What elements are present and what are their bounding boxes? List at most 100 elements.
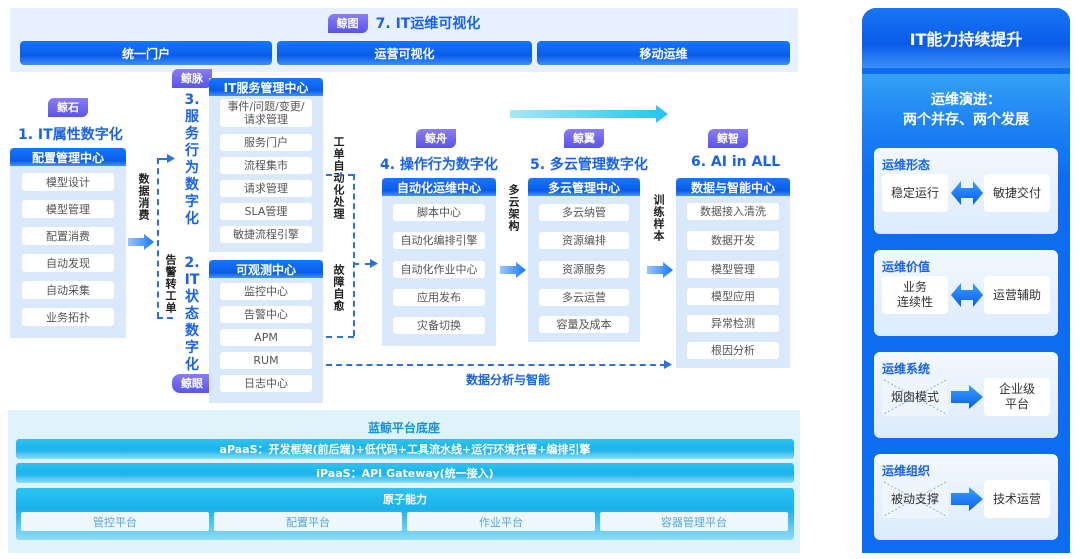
mobile-ops-bar[interactable]: 移动运维 [537,41,790,65]
list-item[interactable]: 根因分析 [687,342,779,359]
tag-jingmai: 鲸脉 [172,69,212,88]
apaas-bar[interactable]: aPaaS：开发框架(前后端)+低代码+工具流水线+运行环境托管+编排引擎 [16,439,794,459]
itsm-panel: IT服务管理中心 事件/问题/变更/ 请求管理 服务门户 流程集市 请求管理 S… [209,78,323,252]
card-right-box: 敏捷交付 [984,174,1050,212]
list-item[interactable]: 模型设计 [22,173,114,191]
dashed-connector [157,158,159,318]
arrowhead-icon [167,154,175,163]
list-item[interactable]: 多云运营 [539,289,629,306]
training-samples-label: 训练样本 [652,194,665,242]
atomic-capabilities: 原子能力 管控平台 配置平台 作业平台 容器管理平台 [16,488,794,540]
card-left-box-deprecated: 被动支撑 [882,480,948,518]
data-consume-label: 数据消费 [137,173,150,221]
evolution-subtitle: 运维演进： 两个并存、两个发展 [903,92,1029,128]
list-item[interactable]: APM [220,329,312,346]
unified-portal-bar[interactable]: 统一门户 [20,41,272,65]
right-arrow-icon [951,385,983,409]
list-item[interactable]: SLA管理 [220,203,312,220]
list-item[interactable]: 告警中心 [220,306,312,323]
right-arrow-icon [128,234,154,250]
card-left-box: 业务 连续性 [882,276,948,314]
card-ops-value: 运维价值 业务 连续性 运营辅助 [874,250,1058,336]
list-item[interactable]: 监控中心 [220,283,312,300]
cross-out-icon [882,378,948,416]
arrowhead-icon [370,259,378,268]
tag-jingshi: 鲸石 [48,98,88,117]
capability-body: 运维演进： 两个并存、两个发展 运维形态 稳定运行 敏捷交付 运维价值 业务 连… [862,74,1070,553]
list-item[interactable]: 灾备切换 [393,317,485,334]
double-arrow-icon [951,283,983,307]
visualization-header: 鲸图 7. IT运维可视化 [10,12,798,34]
right-arrow-icon [647,262,673,278]
dashed-connector [157,158,169,160]
atom-job-platform[interactable]: 作业平台 [407,512,595,531]
section-4-title: 4. 操作行为数字化 [380,157,498,173]
list-item[interactable]: 脚本中心 [393,204,485,221]
list-item[interactable]: 异常检测 [687,315,779,332]
ops-visualization-bar[interactable]: 运营可视化 [277,41,532,65]
product-tag: 鲸图 [327,13,368,33]
list-item[interactable]: 日志中心 [220,375,312,392]
card-right-box: 企业级 平台 [984,378,1050,416]
list-item[interactable]: 自动化编排引擎 [393,232,485,249]
card-right-box: 技术运营 [984,480,1050,518]
self-heal-label: 故障自愈 [332,264,345,312]
card-title: 运维价值 [882,260,931,274]
ipaas-bar[interactable]: iPaaS：API Gateway(统一接入) [16,463,794,483]
progress-arrow-icon [510,105,668,123]
card-title: 运维组织 [882,464,931,478]
list-item[interactable]: 多云纳管 [539,204,629,221]
panel-header: 数据与智能中心 [676,178,790,196]
list-item[interactable]: 自动化作业中心 [393,261,485,278]
list-item[interactable]: 业务拓扑 [22,308,114,326]
dashed-connector [326,174,354,176]
list-item[interactable]: 数据开发 [687,231,779,250]
double-arrow-icon [951,181,983,205]
multicloud-panel: 多云管理中心 多云纳管 资源编排 资源服务 多云运营 容量及成本 [528,178,640,342]
data-ai-panel: 数据与智能中心 数据接入清洗 数据开发 模型管理 模型应用 异常检测 根因分析 [676,178,790,368]
list-item[interactable]: 自动采集 [22,281,114,299]
card-left-box-deprecated: 烟囱模式 [882,378,948,416]
list-item[interactable]: 资源编排 [539,232,629,249]
list-item[interactable]: 服务门户 [220,134,312,151]
dashed-connector [353,174,355,336]
list-item[interactable]: 流程集市 [220,157,312,174]
list-item[interactable]: 应用发布 [393,289,485,306]
section-title: 7. IT运维可视化 [375,16,481,32]
tag-jingyan: 鲸眼 [172,374,212,393]
atom-container-platform[interactable]: 容器管理平台 [600,512,788,531]
automation-panel: 自动化运维中心 脚本中心 自动化编排引擎 自动化作业中心 应用发布 灾备切换 [382,178,496,346]
right-arrow-icon [951,487,983,511]
list-item[interactable]: RUM [220,352,312,369]
arrowhead-icon [664,360,672,369]
cross-out-icon [882,480,948,518]
card-ops-system: 运维系统 烟囱模式 企业级 平台 [874,352,1058,438]
list-item[interactable]: 数据接入清洗 [687,203,779,220]
atom-config-platform[interactable]: 配置平台 [214,512,402,531]
list-item[interactable]: 敏捷流程引擎 [220,226,312,243]
dashed-connector [157,317,173,319]
list-item[interactable]: 事件/问题/变更/ 请求管理 [220,99,312,127]
atomic-title: 原子能力 [383,493,427,506]
list-item[interactable]: 请求管理 [220,180,312,197]
list-item[interactable]: 模型应用 [687,288,779,305]
card-ops-form: 运维形态 稳定运行 敏捷交付 [874,148,1058,234]
list-item[interactable]: 容量及成本 [539,316,629,333]
dashed-connector [326,364,666,366]
multi-cloud-arch-label: 多云架构 [507,184,520,232]
cmdb-panel: 配置管理中心 模型设计 模型管理 配置消费 自动发现 自动采集 业务拓扑 [10,148,126,338]
capability-column: IT能力持续提升 运维演进： 两个并存、两个发展 运维形态 稳定运行 敏捷交付 … [862,8,1070,553]
dashed-connector [326,336,354,338]
atom-control-platform[interactable]: 管控平台 [21,512,209,531]
list-item[interactable]: 模型管理 [687,261,779,278]
list-item[interactable]: 自动发现 [22,254,114,272]
tag-jingzhi: 鲸智 [708,129,748,148]
data-ai-label: 数据分析与智能 [466,373,551,387]
list-item[interactable]: 资源服务 [539,261,629,278]
panel-header: 配置管理中心 [10,148,126,166]
alert-ticket-label: 告警转工单 [164,254,177,314]
list-item[interactable]: 模型管理 [22,200,114,218]
section-6-title: 6. AI in ALL [691,154,781,170]
tag-jingyi: 鲸翼 [564,129,604,148]
list-item[interactable]: 配置消费 [22,227,114,245]
